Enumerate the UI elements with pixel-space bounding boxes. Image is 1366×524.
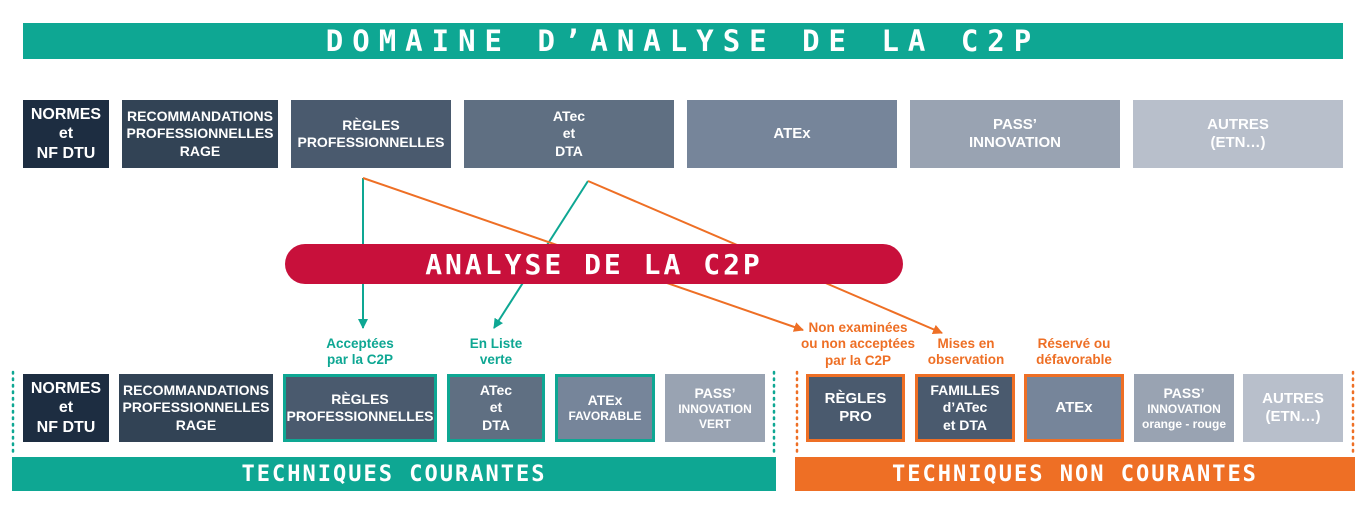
analyse-c2p-pill: ANALYSE DE LA C2P [285,244,903,284]
bottom-box-normes-line1: NORMES [30,379,102,397]
label-liste-line2: verte [479,352,513,368]
bottom-box-atex-line1: ATEx [587,392,623,409]
label-non-examinees-line3: par la C2P [824,352,892,368]
bottom-box-pass-orange-sub1: INNOVATION [1147,401,1221,416]
bottom-box-familles-line1: FAMILLES [930,382,1000,399]
bottom-box-atex-reserve-line1: ATEx [1055,398,1093,416]
top-box-pass-line1: PASS’ [993,115,1037,133]
label-observation-line2: observation [927,352,1005,368]
bottom-box-pass-vert-sub2: VERT [698,416,731,431]
label-liste-line1: En Liste [469,336,523,351]
top-box-atec-line1: ATec [552,108,586,125]
top-box-atec-line2: et [562,125,576,142]
label-reserve-line1: Réservé ou [1037,336,1111,351]
bottom-box-pass-vert: PASS’ INNOVATION VERT [665,374,765,442]
label-mises-en-observation: Mises en observation [914,336,1018,369]
label-acceptees-line2: par la C2P [326,352,394,368]
domain-title-banner: DOMAINE D’ANALYSE DE LA C2P [23,23,1343,59]
bottom-box-recommandations: RECOMMANDATIONS PROFESSIONNELLES RAGE [119,374,273,442]
bottom-box-atec-line1: ATec [479,382,513,399]
bottom-box-pass-orange-rouge: PASS’ INNOVATION orange - rouge [1134,374,1234,442]
top-box-recommandations-line3: RAGE [179,142,221,159]
bottom-box-atex-favorable-sub: FAVORABLE [568,409,642,424]
top-box-recommandations-line1: RECOMMANDATIONS [127,108,273,125]
bottom-box-recommandations-line1: RECOMMANDATIONS [123,382,269,399]
top-box-pass-innovation: PASS’ INNOVATION [910,100,1120,168]
top-box-atec-line3: DTA [555,142,583,159]
bottom-box-pass-vert-sub1: INNOVATION [678,401,752,416]
bottom-box-regles-pro-line2: PRO [839,408,872,425]
top-box-normes-line3: NF DTU [36,144,96,162]
label-non-examinees-line2: ou non acceptées [800,336,916,352]
label-reserve-line2: défavorable [1036,352,1112,368]
top-box-normes-line2: et [58,125,74,143]
top-box-regles: RÈGLES PROFESSIONNELLES [291,100,451,168]
bottom-box-recommandations-line2: PROFESSIONNELLES [122,399,270,416]
bottom-box-pass-orange-line1: PASS’ [1163,384,1205,401]
top-box-atex-line1: ATEx [773,124,811,142]
top-box-normes-line1: NORMES [30,105,102,123]
bottom-box-autres: AUTRES (ETN…) [1243,374,1343,442]
top-box-regles-line1: RÈGLES [342,116,400,133]
label-observation-line1: Mises en [937,336,995,351]
bottom-box-autres-line1: AUTRES [1262,389,1324,407]
label-non-examinees: Non examinées ou non acceptées par la C2… [790,320,926,369]
label-acceptees: Acceptées par la C2P [305,336,415,369]
top-box-autres-line1: AUTRES [1207,115,1269,133]
bottom-box-familles-line2: d’ATec [942,399,988,416]
label-non-examinees-line1: Non examinées [808,320,908,335]
bottom-box-familles-line3: et DTA [942,416,988,433]
bottom-box-atec-line3: DTA [482,416,510,433]
top-box-recommandations: RECOMMANDATIONS PROFESSIONNELLES RAGE [122,100,278,168]
bottom-box-atex-favorable: ATEx FAVORABLE [555,374,655,442]
bottom-box-atec: ATec et DTA [447,374,545,442]
top-box-atec: ATec et DTA [464,100,674,168]
top-box-autres-line2: (ETN…) [1210,134,1266,151]
bottom-box-regles-pro: RÈGLES PRO [806,374,905,442]
top-box-regles-line2: PROFESSIONNELLES [297,134,445,150]
techniques-courantes-banner: TECHNIQUES COURANTES [12,457,776,491]
top-box-pass-line2: INNOVATION [969,134,1061,151]
bottom-box-regles-line1: RÈGLES [331,390,389,407]
label-reserve: Réservé ou défavorable [1022,336,1126,369]
bottom-box-atec-line2: et [489,399,503,416]
bottom-box-recommandations-line3: RAGE [175,416,217,433]
bottom-box-normes-line2: et [58,399,74,417]
bottom-box-normes: NORMES et NF DTU [23,374,109,442]
bottom-box-pass-orange-sub2: orange - rouge [1141,416,1226,431]
top-box-autres: AUTRES (ETN…) [1133,100,1343,168]
label-en-liste-verte: En Liste verte [446,336,546,369]
bottom-box-normes-line3: NF DTU [36,418,96,436]
techniques-non-courantes-banner: TECHNIQUES NON COURANTES [795,457,1355,491]
bottom-box-familles-atec: FAMILLES d’ATec et DTA [915,374,1015,442]
top-box-normes: NORMES et NF DTU [23,100,109,168]
bottom-box-regles-line2: PROFESSIONNELLES [286,408,434,424]
bottom-box-atex-reserve: ATEx [1024,374,1124,442]
bottom-box-regles: RÈGLES PROFESSIONNELLES [283,374,437,442]
label-acceptees-line1: Acceptées [326,336,394,351]
top-box-recommandations-line2: PROFESSIONNELLES [126,125,274,142]
bottom-box-regles-pro-line1: RÈGLES [824,389,887,407]
top-box-atex: ATEx [687,100,897,168]
bottom-box-autres-line2: (ETN…) [1265,408,1321,425]
bottom-box-pass-vert-line1: PASS’ [694,384,736,401]
